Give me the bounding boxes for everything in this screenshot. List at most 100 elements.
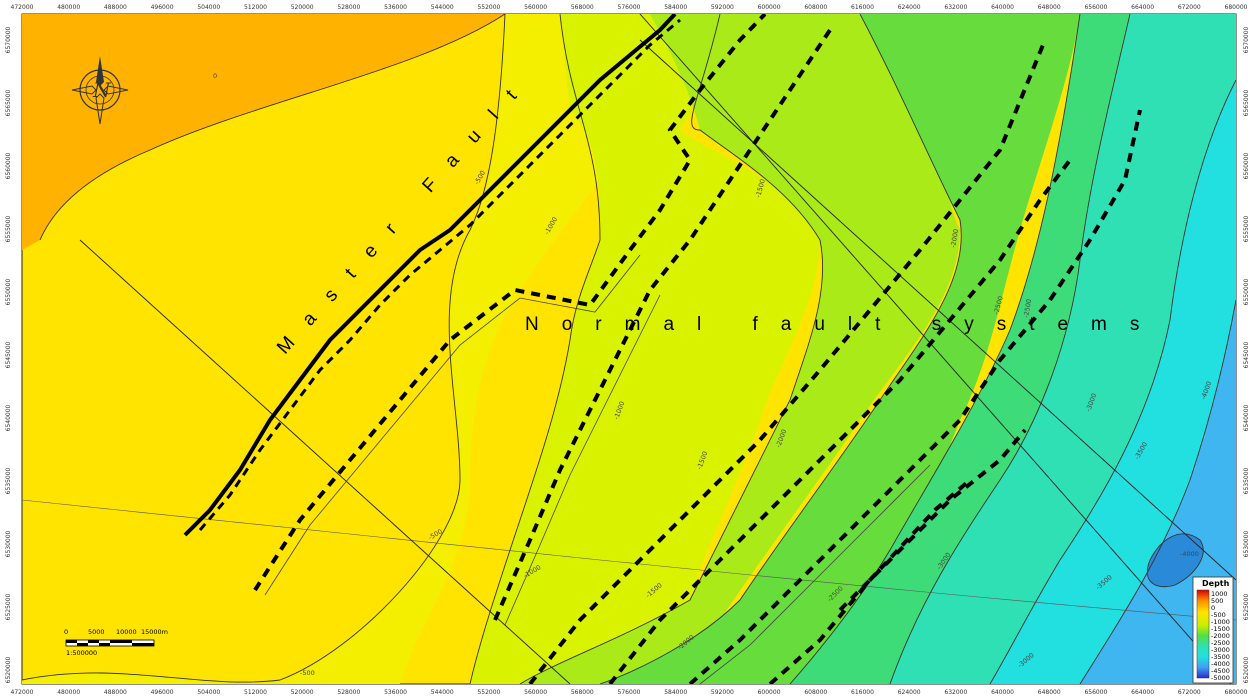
x-tick-label: 504000: [197, 689, 220, 696]
y-tick-label: 6550000: [5, 278, 12, 305]
y-tick-label: 6545000: [1243, 341, 1250, 368]
legend-title: Depth: [1202, 579, 1230, 588]
x-tick-label: 664000: [1131, 4, 1154, 11]
x-tick-label: 600000: [758, 689, 781, 696]
legend-label: -4500: [1211, 667, 1230, 675]
survey-lines: [79, 14, 1236, 684]
x-tick-label: 480000: [57, 689, 80, 696]
legend-label: -1500: [1211, 625, 1230, 633]
legend-label: -4000: [1211, 660, 1230, 668]
normal-fault-systems-text: Normal fault systems: [525, 314, 1162, 335]
scale-bar: 0 5000 10000 15000m 1:500000: [64, 628, 168, 657]
y-tick-label: 6550000: [1243, 278, 1250, 305]
x-tick-label: 624000: [898, 4, 921, 11]
zone-4500: [1147, 533, 1204, 587]
zone-high: [22, 14, 505, 250]
scale-label: 0: [64, 628, 68, 636]
legend-label: -3500: [1211, 653, 1230, 661]
x-tick-label: 600000: [758, 4, 781, 11]
normal-faults: [253, 14, 1142, 684]
x-tick-label: 616000: [851, 689, 874, 696]
x-tick-label: 584000: [664, 689, 687, 696]
x-tick-label: 640000: [991, 689, 1014, 696]
master-fault-hanging: [198, 18, 681, 531]
x-tick-label: 472000: [11, 4, 34, 11]
x-tick-label: 576000: [618, 689, 641, 696]
fault-traces: [264, 254, 931, 684]
x-tick-label: 568000: [571, 689, 594, 696]
contour-label: -4000: [1180, 550, 1199, 558]
x-tick-label: 592000: [711, 4, 734, 11]
contour-label: -500: [300, 669, 315, 677]
y-tick-label: 6525000: [1243, 593, 1250, 620]
y-axis-left: 6570000 6565000 6560000 6555000 6550000 65450…: [5, 26, 12, 683]
x-tick-label: 656000: [1084, 689, 1107, 696]
x-tick-label: 584000: [664, 4, 687, 11]
y-tick-label: 6520000: [1243, 656, 1250, 683]
x-tick-label: 512000: [244, 689, 267, 696]
x-tick-label: 632000: [944, 4, 967, 11]
y-tick-label: 6555000: [5, 215, 12, 242]
north-arrow-icon: N: [71, 56, 129, 125]
x-tick-label: 472000: [11, 689, 34, 696]
contour-label: -2000: [949, 228, 960, 248]
y-tick-label: 6570000: [5, 26, 12, 53]
legend-colorbar: [1196, 589, 1210, 679]
x-tick-label: 576000: [618, 4, 641, 11]
legend-label: -1000: [1211, 618, 1230, 626]
x-tick-label: 536000: [384, 4, 407, 11]
x-tick-label: 552000: [477, 4, 500, 11]
y-tick-label: 6570000: [1243, 26, 1250, 53]
x-tick-label: 640000: [991, 4, 1014, 11]
legend-label: -3000: [1211, 646, 1230, 654]
zone-500: [22, 14, 720, 684]
x-tick-label: 560000: [524, 689, 547, 696]
x-tick-label: 520000: [291, 4, 314, 11]
x-tick-label: 528000: [337, 689, 360, 696]
contour-label: -2500: [1022, 298, 1033, 318]
master-fault-line: [183, 14, 677, 537]
x-tick-label: 536000: [384, 689, 407, 696]
x-tick-label: 512000: [244, 4, 267, 11]
legend-label: 1000: [1211, 590, 1228, 598]
x-tick-label: 496000: [151, 4, 174, 11]
x-tick-label: 664000: [1131, 689, 1154, 696]
legend-label: -500: [1211, 611, 1226, 619]
legend-label: -5000: [1211, 674, 1230, 682]
zone-1000: [470, 14, 820, 684]
x-tick-label: 488000: [104, 689, 127, 696]
legend-label: -2000: [1211, 632, 1230, 640]
y-axis-right: 6570000656500065600006555000655000065450…: [1243, 26, 1250, 683]
x-tick-label: 552000: [477, 689, 500, 696]
x-tick-label: 608000: [804, 689, 827, 696]
zone-1500: [520, 14, 1000, 684]
y-tick-label: 6535000: [1243, 467, 1250, 494]
y-tick-label: 6525000: [5, 593, 12, 620]
y-tick-label: 6530000: [1243, 530, 1250, 557]
y-tick-label: 6540000: [1243, 404, 1250, 431]
x-tick-label: 544000: [431, 689, 454, 696]
x-tick-label: 528000: [337, 4, 360, 11]
scale-label: 5000: [88, 628, 105, 636]
depth-legend: Depth 10005000-500-1000-1500-2000-2500-3…: [1192, 576, 1234, 684]
legend-label: 500: [1211, 597, 1223, 605]
x-tick-label: 504000: [197, 4, 220, 11]
y-tick-label: 6545000: [5, 341, 12, 368]
north-label: N: [92, 78, 112, 102]
y-tick-label: 6560000: [5, 152, 12, 179]
x-tick-label: 648000: [1038, 689, 1061, 696]
y-tick-label: 6535000: [5, 467, 12, 494]
x-tick-label: 680000: [1225, 689, 1248, 696]
y-tick-label: 6555000: [1243, 215, 1250, 242]
y-tick-label: 6530000: [5, 530, 12, 557]
y-tick-label: 6520000: [5, 656, 12, 683]
legend-label: 0: [1211, 604, 1215, 612]
scale-ratio: 1:500000: [66, 649, 97, 657]
y-tick-label: 6565000: [5, 89, 12, 116]
x-tick-label: 624000: [898, 689, 921, 696]
zone-2000: [600, 14, 1080, 684]
x-tick-label: 608000: [804, 4, 827, 11]
x-tick-label: 680000: [1225, 4, 1248, 11]
